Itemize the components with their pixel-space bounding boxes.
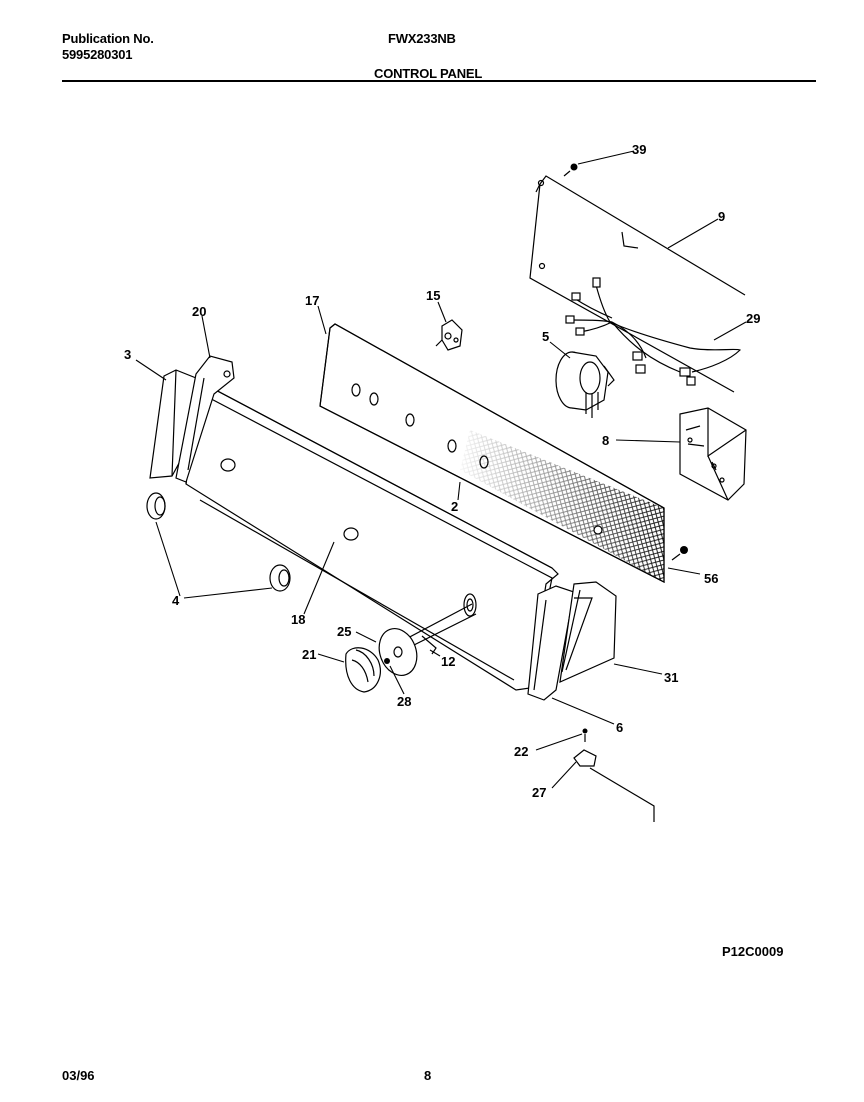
callout-31: 31 xyxy=(664,670,678,685)
switch-part-15 xyxy=(435,319,463,351)
callout-39: 39 xyxy=(632,142,646,157)
publication-label: Publication No. xyxy=(62,31,154,46)
callout-labels: 39 9 29 5 15 17 20 3 8 2 56 4 18 25 21 1… xyxy=(124,142,760,800)
callout-15: 15 xyxy=(426,288,440,303)
callout-29: 29 xyxy=(746,311,760,326)
callout-21: 21 xyxy=(302,647,316,662)
screw-part-56 xyxy=(671,546,688,561)
callout-8: 8 xyxy=(602,433,609,448)
callout-56: 56 xyxy=(704,571,718,586)
publication-number: 5995280301 xyxy=(62,47,133,62)
callout-18: 18 xyxy=(291,612,305,627)
shaft-line xyxy=(403,603,473,641)
left-bracket-part-20 xyxy=(175,355,235,483)
section-title: CONTROL PANEL xyxy=(374,66,483,81)
dial-skirt-part-25 xyxy=(378,628,418,676)
screw-part-39 xyxy=(563,163,578,177)
callout-3: 3 xyxy=(124,347,131,362)
timer-knob-part-21 xyxy=(345,647,381,693)
callout-9: 9 xyxy=(718,209,725,224)
clip-part-28 xyxy=(384,658,390,664)
footer-date: 03/96 xyxy=(62,1068,95,1083)
callout-4: 4 xyxy=(172,593,180,608)
knob-part-4-left xyxy=(146,492,166,520)
wire-harness-part-29 xyxy=(565,277,742,386)
leader-lines xyxy=(135,150,747,789)
callout-5: 5 xyxy=(542,329,549,344)
callout-28: 28 xyxy=(397,694,411,709)
control-module-part-8 xyxy=(679,407,747,501)
callout-2: 2 xyxy=(451,499,458,514)
timer-part-5 xyxy=(555,351,615,418)
right-bracket-part-31 xyxy=(559,581,617,683)
callout-6: 6 xyxy=(616,720,623,735)
model-number: FWX233NB xyxy=(388,31,456,46)
callout-12: 12 xyxy=(441,654,455,669)
rear-bracket-part-9 xyxy=(529,175,746,393)
callout-27: 27 xyxy=(532,785,546,800)
page-number: 8 xyxy=(424,1068,432,1083)
clip-part-27 xyxy=(573,749,655,822)
callout-25: 25 xyxy=(337,624,351,639)
callout-22: 22 xyxy=(514,744,528,759)
knob-part-4-center xyxy=(269,564,291,592)
callout-20: 20 xyxy=(192,304,206,319)
right-end-cap-part-6 xyxy=(527,585,575,701)
callout-17: 17 xyxy=(305,293,319,308)
header-rule xyxy=(62,80,816,82)
rear-panel-part-17 xyxy=(319,323,665,583)
figure-code: P12C0009 xyxy=(722,944,783,959)
screw-part-22 xyxy=(582,728,588,742)
